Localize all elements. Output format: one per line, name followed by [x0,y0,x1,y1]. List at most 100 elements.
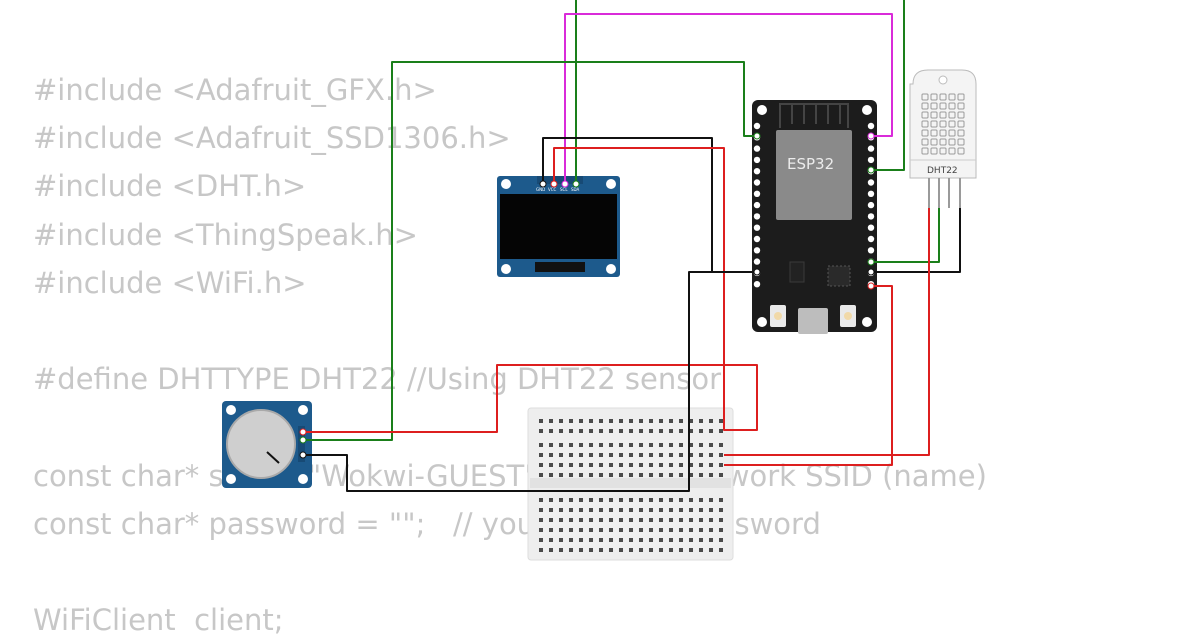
dht22-grille-cell [939,102,947,110]
oled-pin-label-gnd: GND [536,187,545,192]
esp32-pin [753,145,761,152]
pin-markers [299,132,875,459]
breadboard-hole [599,429,603,433]
breadboard-hole [639,518,643,522]
oled-mount-hole [606,264,616,274]
breadboard-hole [609,548,613,552]
dht22-grille-cell [948,147,956,155]
breadboard-hole [639,508,643,512]
dht22-grille-cell [939,93,947,101]
breadboard-hole [719,453,723,457]
breadboard-hole [679,508,683,512]
breadboard-hole [559,419,563,423]
breadboard-hole [659,453,663,457]
breadboard-hole [589,538,593,542]
wire-oled-scl[interactable] [564,13,893,184]
breadboard-hole [579,453,583,457]
dht22-grille-cell [930,147,938,155]
breadboard-hole [569,508,573,512]
breadboard-hole [619,453,623,457]
oled-mount-hole [606,179,616,189]
breadboard-hole [629,548,633,552]
oled-mount-hole [501,264,511,274]
breadboard-hole [549,548,553,552]
breadboard-hole [649,508,653,512]
esp32-reset-button-cap [844,312,852,320]
breadboard-hole [549,453,553,457]
breadboard-hole [599,473,603,477]
breadboard-hole [579,538,583,542]
breadboard-hole [549,508,553,512]
breadboard-hole [569,453,573,457]
breadboard[interactable] [527,407,734,561]
breadboard-hole [539,498,543,502]
breadboard-hole [619,508,623,512]
breadboard-hole [689,443,693,447]
breadboard-hole [699,419,703,423]
breadboard-hole [669,508,673,512]
breadboard-hole [559,463,563,467]
wire-oled-vcc[interactable] [305,147,758,433]
breadboard-hole [689,508,693,512]
esp32-boot-button-cap [774,312,782,320]
potentiometer[interactable] [222,401,312,488]
breadboard-hole [679,473,683,477]
dht22-mount-hole [938,75,948,85]
breadboard-hole [569,548,573,552]
wire-esp32-top-right[interactable] [872,0,905,171]
breadboard-hole [569,463,573,467]
breadboard-hole [589,508,593,512]
breadboard-hole [549,419,553,423]
breadboard-hole [619,538,623,542]
wire-pot-gnd[interactable] [305,271,756,492]
oled-display[interactable]: GND VCC SCL SDA [497,176,620,277]
potentiometer-mount-hole [226,474,236,484]
dht22-sensor[interactable]: DHT22 [909,69,977,208]
breadboard-hole [679,498,683,502]
wire-pot-signal[interactable] [305,61,756,441]
breadboard-hole [569,498,573,502]
esp32-pin [867,145,875,152]
breadboard-hole [719,528,723,532]
breadboard-hole [579,548,583,552]
breadboard-hole [589,518,593,522]
breadboard-hole [699,528,703,532]
wire-dht-data[interactable] [872,208,940,263]
breadboard-hole [629,518,633,522]
wire-dht-vcc[interactable] [724,208,930,456]
breadboard-hole [679,548,683,552]
dht22-grille-cell [921,138,929,146]
wire-esp32-vin[interactable] [724,285,893,466]
breadboard-hole [579,419,583,423]
breadboard-hole [539,429,543,433]
breadboard-hole [629,453,633,457]
breadboard-hole [599,538,603,542]
pin-marker [299,436,307,444]
breadboard-hole [579,429,583,433]
pin-marker [299,451,307,459]
oled-pin-header [537,176,583,184]
breadboard-hole [579,508,583,512]
breadboard-hole [629,528,633,532]
potentiometer-knob[interactable] [226,409,296,479]
dht22-grille-cell [948,102,956,110]
breadboard-hole [659,498,663,502]
breadboard-hole [719,548,723,552]
breadboard-hole [679,463,683,467]
breadboard-hole [659,419,663,423]
breadboard-hole [619,548,623,552]
oled-ribbon [535,262,585,272]
breadboard-hole [589,528,593,532]
dht22-grille-cell [939,147,947,155]
breadboard-hole [639,419,643,423]
esp32-pin [867,190,875,197]
wire-dht-gnd[interactable] [872,208,961,273]
breadboard-hole [619,498,623,502]
breadboard-hole [559,443,563,447]
esp32-board[interactable]: ESP32 [752,100,877,334]
esp32-pin [753,235,761,243]
breadboard-hole [649,528,653,532]
breadboard-hole [659,508,663,512]
breadboard-hole [629,443,633,447]
pin-marker [753,268,761,276]
